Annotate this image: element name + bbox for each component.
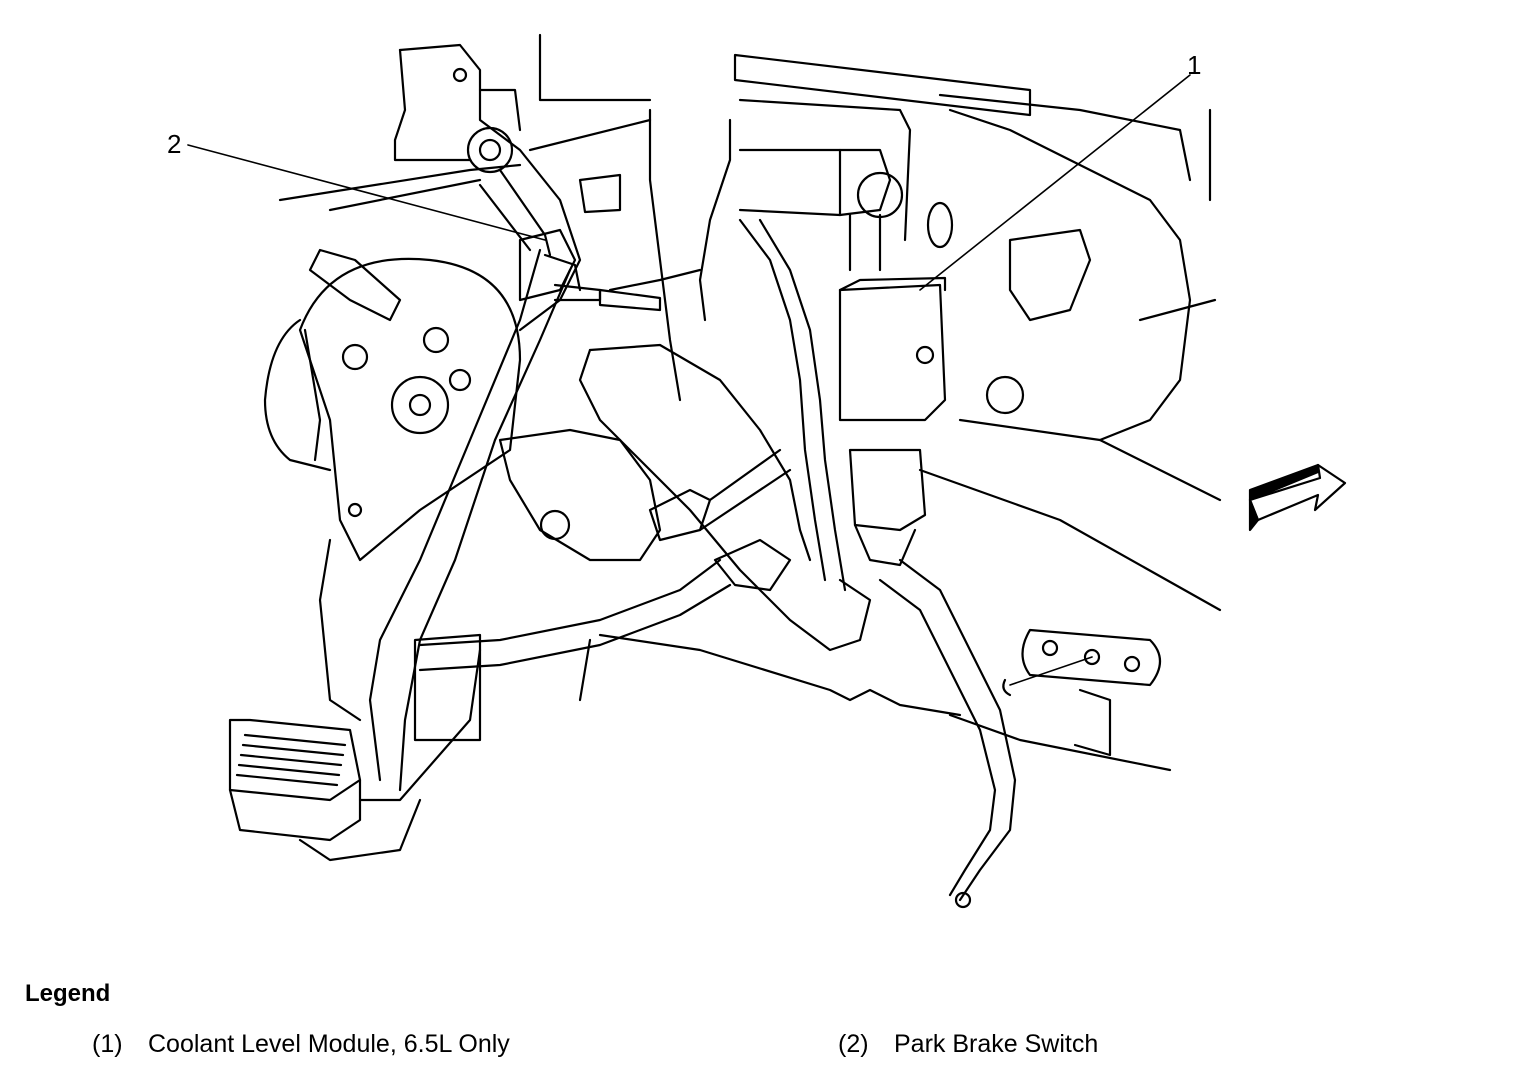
legend-item-park-brake-switch: (2) Park Brake Switch [838, 1030, 1098, 1059]
callout-1: 1 [1187, 50, 1201, 80]
park-brake-pedal-illustration: 1 2 [167, 33, 1347, 909]
cable-housing [498, 343, 872, 652]
brake-pedal-arm [228, 248, 572, 862]
leader-line-2 [187, 144, 546, 241]
wiring-harness [418, 98, 1017, 909]
legend-item-number: (2) [838, 1030, 869, 1058]
forward-arrow-icon [1248, 463, 1347, 532]
legend-item-label: Park Brake Switch [894, 1030, 1099, 1058]
legend-item-number: (1) [92, 1030, 123, 1058]
leader-line-1 [919, 74, 1191, 291]
pedal-hub [263, 257, 522, 562]
right-side-panel [926, 108, 1217, 697]
coolant-level-module [738, 148, 947, 567]
leader-line-switch [1009, 656, 1093, 686]
legend-item-label: Coolant Level Module, 6.5L Only [148, 1030, 510, 1058]
legend-item-coolant-level-module: (1) Coolant Level Module, 6.5L Only [92, 1030, 510, 1059]
dash-panel-lines [278, 33, 1222, 772]
park-brake-switch [518, 228, 602, 302]
legend-title: Legend [25, 980, 111, 1007]
callout-2: 2 [167, 129, 181, 159]
